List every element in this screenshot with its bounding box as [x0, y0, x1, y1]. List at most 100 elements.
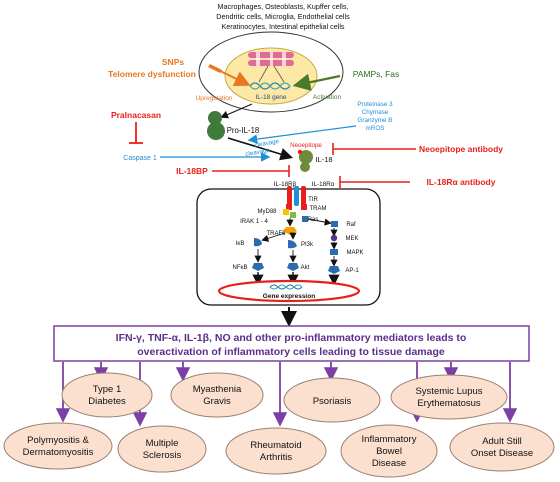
il18-label: IL-18	[315, 155, 332, 164]
disease-myasthenia-gravis: Myasthenia Gravis	[170, 372, 264, 418]
chromosome-link	[258, 65, 285, 83]
il18ra-label: IL-18Rα	[312, 181, 335, 188]
cell-types-line2: Dendritic cells, Microglia, Endothelial …	[216, 12, 350, 21]
il18-receptor-icon	[286, 186, 307, 210]
disease-multiple-sclerosis: Multiple Sclerosis	[117, 425, 207, 473]
ap1-label: AP-1	[345, 268, 359, 274]
mapk-icon	[330, 249, 338, 255]
il18ra-antibody-label: IL-18Rα antibody	[427, 177, 496, 187]
dna-helix-icon	[249, 82, 291, 90]
protease-item: Granzyme B	[358, 117, 393, 124]
pralnacasan-label: Pralnacasan	[111, 110, 161, 120]
disease-label: Onset Disease	[471, 448, 533, 459]
activation-arrow	[292, 73, 341, 91]
upregulation-arrow	[208, 64, 251, 86]
protease-item: Proteinase 3	[357, 101, 393, 108]
disease-label: Diabetes	[88, 396, 126, 407]
outcome-line1: IFN-γ, TNF-α, IL-1β, NO and other pro-in…	[116, 332, 467, 344]
disease-ibd: Inflammatory Bowel Disease	[340, 424, 438, 478]
akt-icon	[287, 263, 299, 271]
disease-label: Multiple	[146, 438, 179, 449]
neoepitope-antibody-label: Neoepitope antibody	[419, 144, 503, 154]
disease-label: Arthritis	[260, 452, 292, 463]
cell-type-list: Macrophages, Osteoblasts, Kupffer cells,…	[216, 2, 350, 31]
mek-label: MEK	[345, 236, 358, 242]
pi3k-icon	[288, 240, 297, 249]
disease-label: Gravis	[203, 396, 231, 407]
disease-label: Systemic Lupus	[415, 386, 482, 397]
nucleus-to-pro-arrow	[220, 103, 253, 119]
pi3k-label: PI3k	[301, 242, 314, 248]
gene-expression-label: Gene expression	[263, 293, 315, 300]
outcome-line2: overactivation of inflammatory cells lea…	[137, 346, 445, 358]
disease-label: Erythematosus	[417, 398, 481, 409]
protease-list: Proteinase 3 Chymase Granzyme B mROS	[357, 101, 393, 132]
disease-label: Bowel	[376, 446, 402, 457]
dna-expression-icon	[269, 284, 303, 290]
mek-icon	[330, 234, 338, 242]
myd88-label: MyD88	[257, 209, 277, 215]
disease-sle: Systemic Lupus Erythematosus	[390, 374, 508, 420]
pamps-label: PAMPs, Fas	[353, 69, 400, 79]
disease-label: Inflammatory	[362, 434, 417, 445]
pralnacasan-inhibit	[129, 122, 143, 144]
disease-label: Disease	[372, 458, 406, 469]
traf6-label: TRAF6	[266, 231, 286, 237]
disease-arrows	[55, 362, 518, 427]
cleavage-label-1: cleavage	[254, 138, 280, 149]
disease-label: Myasthenia	[193, 384, 242, 395]
raf-icon	[331, 221, 338, 227]
il18rb-label: IL-18Rβ	[274, 181, 297, 188]
ap1-icon	[328, 266, 340, 274]
activation-label: Activation	[313, 94, 342, 101]
outcome-box	[53, 325, 530, 362]
disease-label: Adult Still	[482, 436, 522, 447]
mapk-label: MAPK	[346, 250, 363, 256]
disease-type1-diabetes: Type 1 Diabetes	[61, 372, 153, 418]
upregulation-label: Upregulation	[196, 95, 233, 102]
traf6-to-ikb	[261, 232, 286, 242]
ikb-icon	[254, 238, 262, 247]
il18bp-inhibit	[212, 165, 290, 177]
cleavage-label-2: cleavage	[245, 147, 271, 158]
cell-types-line1: Macrophages, Osteoblasts, Kupffer cells,	[218, 2, 349, 11]
neoepitope-label: Neoepitope	[290, 142, 322, 149]
snps-label: SNPs	[162, 57, 184, 67]
protease-item: Chymase	[362, 109, 389, 116]
disease-label: Sclerosis	[143, 450, 182, 461]
neoepitope-antibody-inhibit	[332, 143, 416, 155]
ras-icon	[302, 216, 308, 222]
raf-label: Raf	[346, 222, 356, 228]
il18-icon	[297, 149, 313, 172]
disease-label: Type 1	[93, 384, 122, 395]
disease-label: Rheumatoid	[250, 440, 301, 451]
disease-psoriasis: Psoriasis	[283, 377, 381, 423]
il18ra-antibody-inhibit	[339, 176, 410, 188]
disease-label: Psoriasis	[313, 396, 352, 407]
il18-gene-label: IL-18 gene	[255, 94, 286, 101]
irak-icon	[290, 212, 296, 218]
protease-item: mROS	[366, 125, 385, 132]
disease-rheumatoid-arthritis: Rheumatoid Arthritis	[225, 427, 327, 475]
il18bp-label: IL-18BP	[176, 166, 208, 176]
ras-to-raf	[307, 218, 332, 226]
irak-label: IRAK 1 - 4	[240, 219, 268, 225]
disease-label: Dermatomyositis	[23, 447, 94, 458]
pro-il18-icon	[207, 111, 225, 140]
ikb-label: IκB	[236, 241, 245, 247]
telomere-label: Telomere dysfunction	[108, 69, 196, 79]
tir-label: TIR	[308, 197, 318, 203]
akt-label: Akt	[301, 265, 310, 271]
disease-adult-still-onset: Adult Still Onset Disease	[449, 422, 555, 472]
pro-il18-label: Pro-IL-18	[227, 126, 260, 135]
gene-expression-ellipse	[217, 279, 361, 303]
cleavage-arrow	[227, 137, 294, 161]
chromosome-icon	[248, 52, 294, 66]
myd88-icon	[283, 209, 289, 215]
nfkb-label: NFκB	[233, 265, 248, 271]
disease-polymyositis: Polymyositis & Dermatomyositis	[3, 422, 113, 470]
tram-label: TRAM	[310, 206, 327, 212]
cell-types-line3: Keratinocytes, Intestinal epithelial cel…	[221, 22, 344, 31]
protease-arrow	[247, 125, 357, 144]
